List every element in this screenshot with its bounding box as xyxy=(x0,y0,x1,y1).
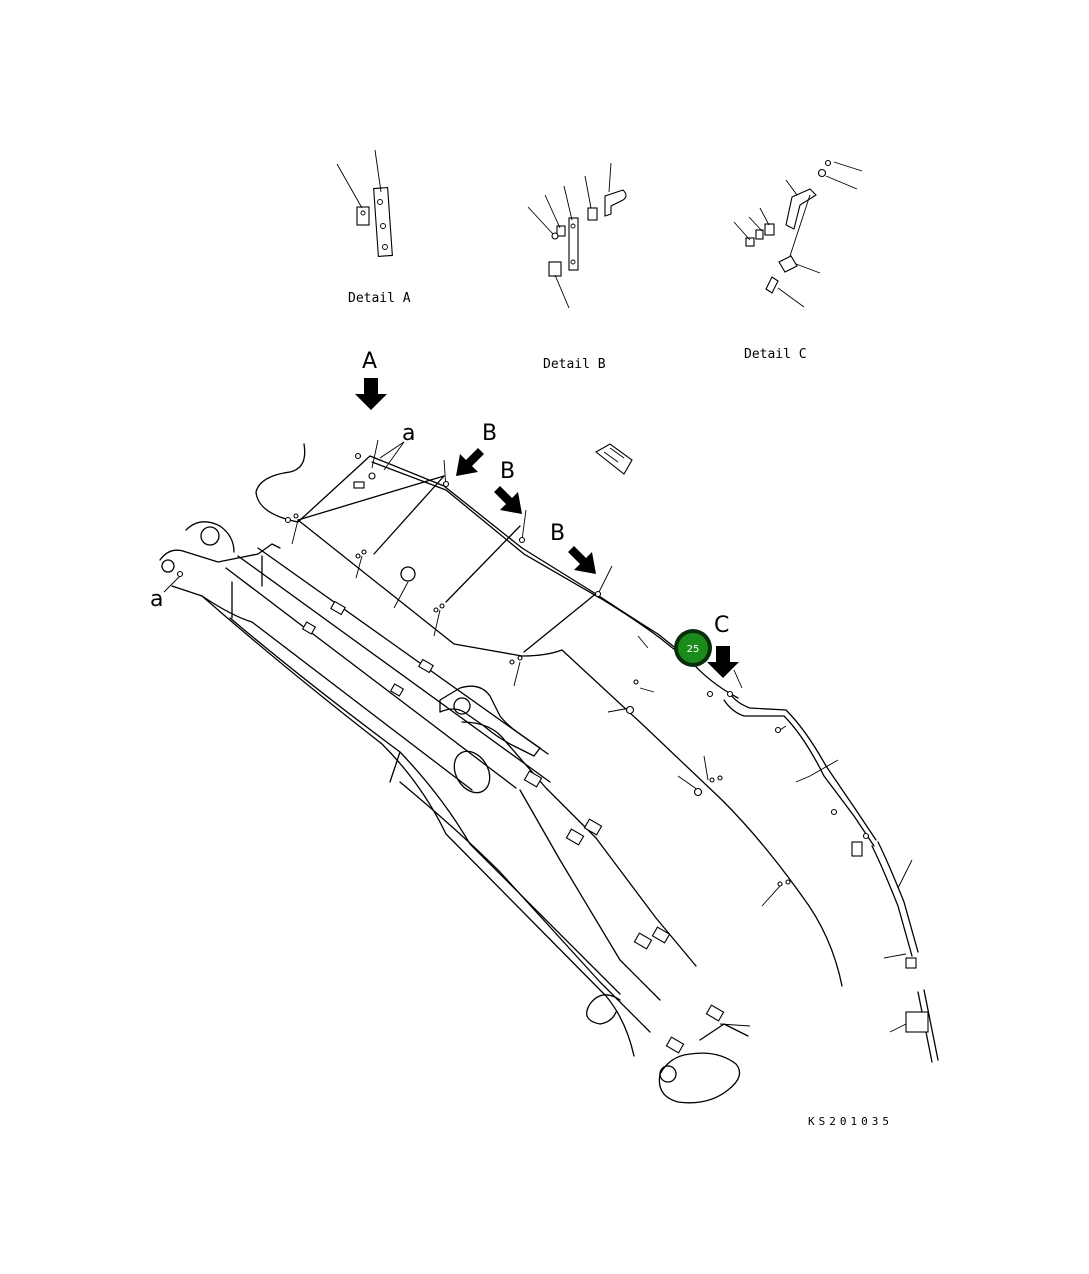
view-arrow-c xyxy=(707,646,739,678)
drawing-code: KS201035 xyxy=(808,1115,893,1128)
view-arrow-b-1 xyxy=(456,448,484,476)
detail-b-drawing xyxy=(527,162,627,309)
piping xyxy=(255,443,939,1063)
hotspot-label: 25 xyxy=(687,644,700,655)
detail-a-label: Detail A xyxy=(348,291,411,306)
hotspot-fill xyxy=(678,633,708,663)
detail-a-drawing xyxy=(336,149,393,257)
boom-structure xyxy=(159,521,749,1104)
detail-b-label: Detail B xyxy=(543,357,606,372)
leader-lines xyxy=(163,439,913,1033)
detail-c-label: Detail C xyxy=(744,347,807,362)
view-letter-b-3: B xyxy=(550,521,565,546)
view-letter-a: A xyxy=(362,349,377,374)
view-letter-b-1: B xyxy=(482,421,497,446)
view-arrow-b-2 xyxy=(494,486,522,514)
view-letter-b-2: B xyxy=(500,459,515,484)
callout-a-top: a xyxy=(402,421,415,446)
detail-c-drawing xyxy=(733,159,863,308)
part-hotspot-25[interactable]: 25 xyxy=(674,629,712,667)
callout-a-left: a xyxy=(150,587,163,612)
view-arrow-b-3 xyxy=(568,546,596,574)
view-letter-c: C xyxy=(714,613,729,638)
view-arrow-a xyxy=(355,378,387,410)
